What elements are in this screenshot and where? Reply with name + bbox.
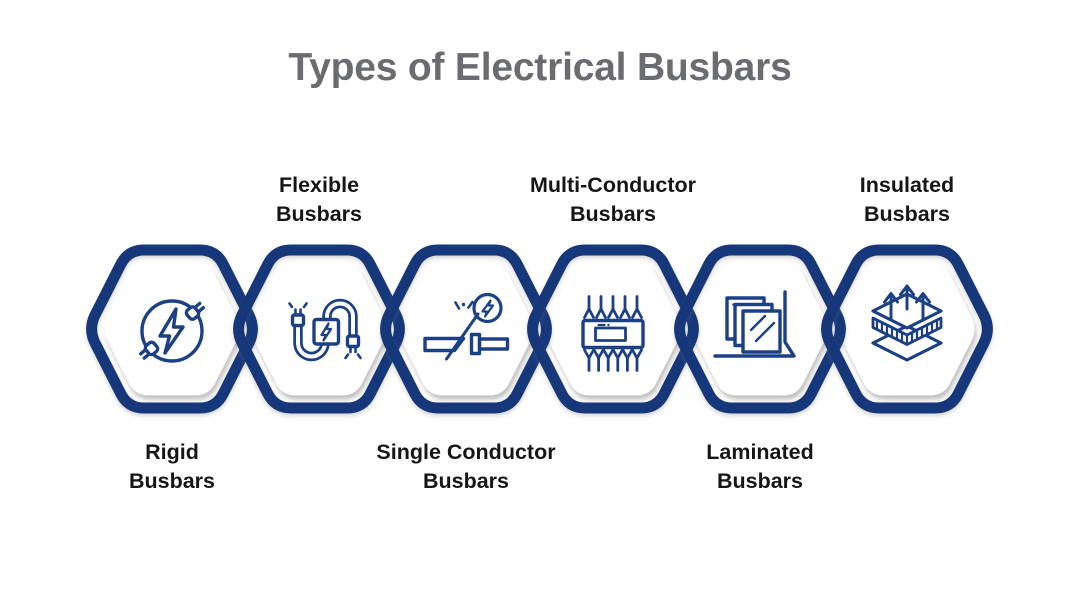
label-laminated-busbars: Laminated Busbars — [640, 438, 880, 496]
label-multi-conductor-busbars: Multi-Conductor Busbars — [493, 171, 733, 229]
connector-bottom-icon — [344, 334, 362, 360]
chip-dot — [607, 323, 610, 327]
corner-frame — [713, 290, 796, 358]
core-hatch — [875, 318, 939, 346]
laminated-busbar-icon — [713, 290, 796, 358]
label-line: Rigid — [145, 440, 199, 464]
label-line: Busbars — [569, 202, 657, 226]
junction-box — [312, 317, 341, 346]
label-insulated-busbars: Insulated Busbars — [787, 171, 1027, 229]
top-pin-heads — [583, 307, 643, 319]
cable-core — [296, 301, 355, 359]
hexagon-row — [0, 240, 1080, 430]
busbar-segment — [423, 336, 466, 353]
arrow-heads — [883, 284, 931, 304]
page-title: Types of Electrical Busbars — [288, 46, 792, 89]
label-line: Busbars — [716, 469, 804, 493]
circuit-circle — [140, 299, 204, 363]
spark-dot — [461, 302, 466, 307]
shine-lines — [749, 314, 776, 343]
label-flexible-busbars: Flexible Busbars — [199, 171, 439, 229]
bottom-layer — [871, 324, 943, 362]
plug-icon — [138, 340, 160, 360]
label-line: Busbars — [128, 469, 216, 493]
chip-body — [581, 318, 645, 350]
busbar-segment — [477, 337, 510, 351]
sheet-front — [741, 309, 782, 354]
flexible-busbar-icon — [288, 298, 362, 362]
arrow-shafts — [889, 286, 925, 321]
label-line: Multi-Conductor — [530, 173, 696, 197]
rigid-busbar-icon — [138, 299, 206, 363]
single-conductor-busbar-icon — [423, 292, 510, 361]
cut-line — [445, 312, 480, 361]
insulated-busbar-icon — [871, 284, 943, 362]
label-single-conductor-busbars: Single Conductor Busbars — [346, 438, 586, 496]
label-line: Busbars — [422, 469, 510, 493]
lightning-bolt-icon — [158, 307, 185, 355]
spark-ticks — [454, 300, 474, 310]
label-line: Busbars — [863, 202, 951, 226]
label-line: Single Conductor — [376, 440, 556, 464]
lightning-bolt-icon — [320, 322, 333, 342]
bolt-badge-circle — [472, 292, 503, 324]
chip-window — [594, 326, 627, 342]
label-line: Flexible — [278, 173, 360, 197]
top-pin-stems — [587, 295, 639, 312]
label-line: Insulated — [859, 173, 955, 197]
bottom-pin-stems — [587, 356, 639, 372]
connector-top-icon — [288, 302, 308, 328]
multi-conductor-busbar-icon — [581, 295, 645, 372]
label-line: Laminated — [706, 440, 814, 464]
lightning-bolt-icon — [481, 299, 495, 318]
label-line: Busbars — [275, 202, 363, 226]
plug-icon — [184, 301, 206, 321]
label-rigid-busbars: Rigid Busbars — [52, 438, 292, 496]
